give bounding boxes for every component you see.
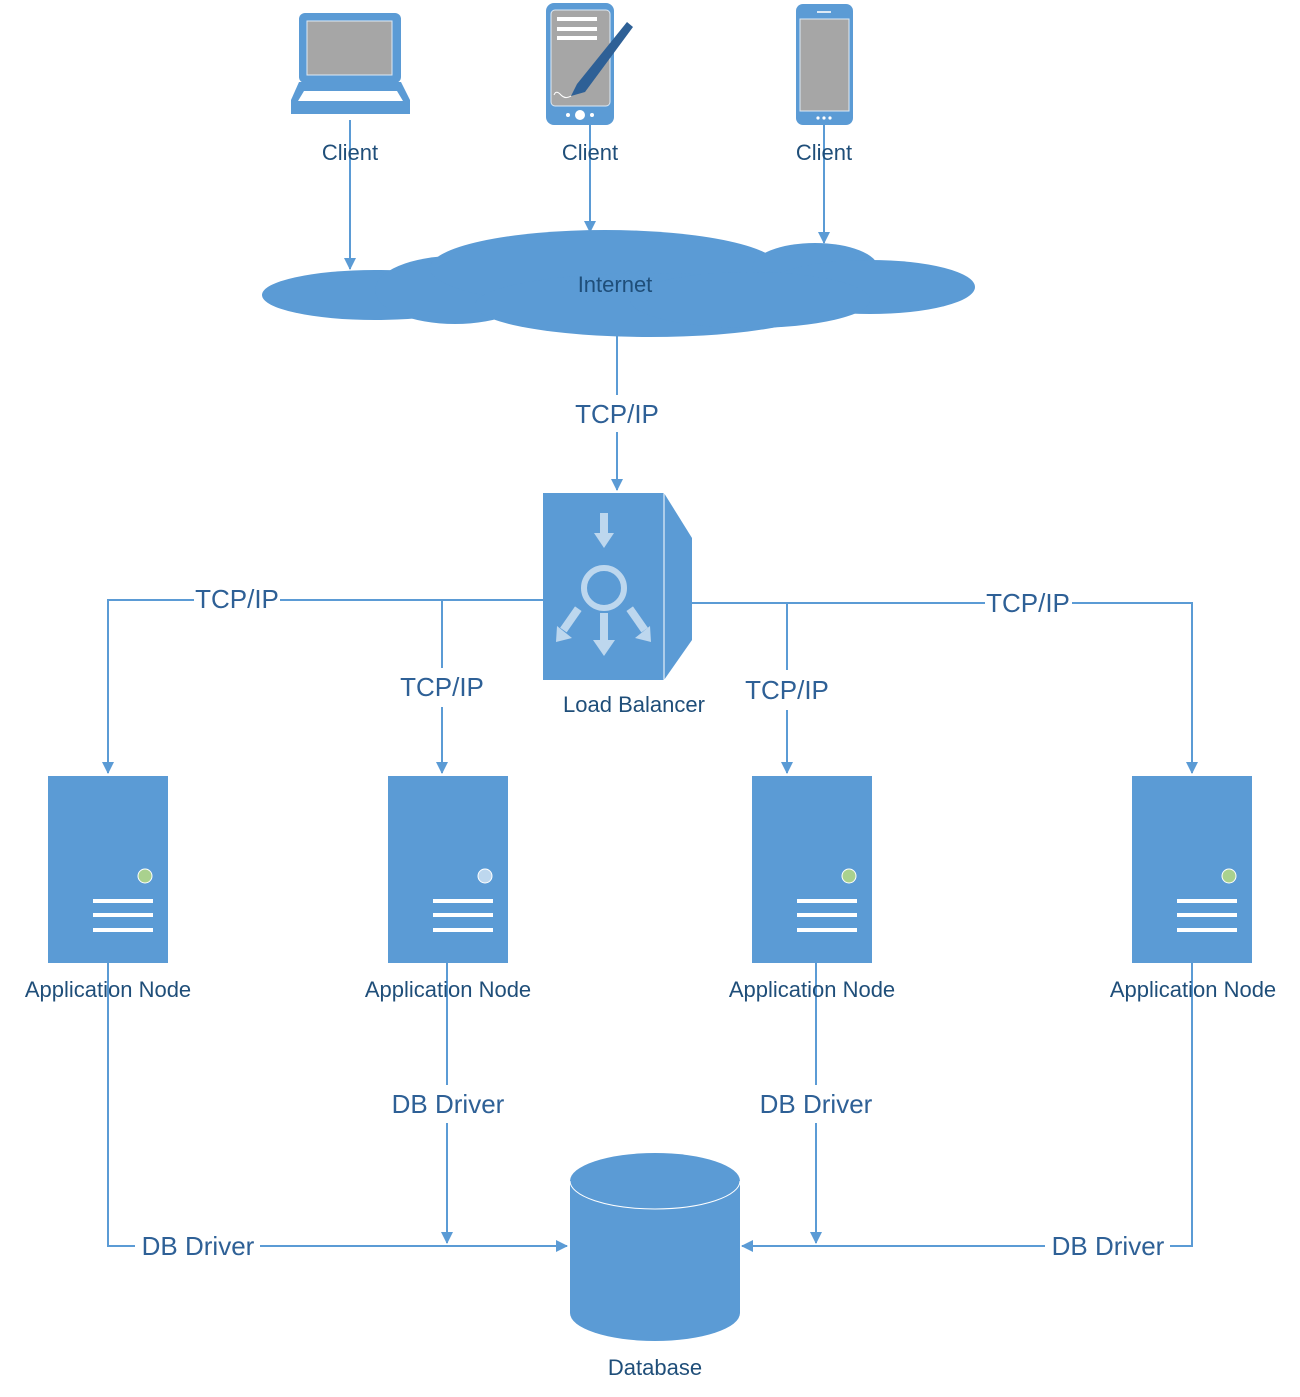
- app-node-1[interactable]: Application Node: [25, 776, 191, 1002]
- database[interactable]: Database: [569, 1153, 741, 1380]
- edge-label-lb-node2: TCP/IP: [400, 672, 484, 702]
- database-icon: [569, 1153, 741, 1341]
- app-node-label: Application Node: [1110, 977, 1276, 1002]
- client-tablet[interactable]: Client: [546, 3, 633, 165]
- edge-label-lb-node1: TCP/IP: [195, 584, 279, 614]
- edge-label-node2-db: DB Driver: [392, 1089, 505, 1119]
- app-node-4[interactable]: Application Node: [1110, 776, 1276, 1002]
- app-node-label: Application Node: [25, 977, 191, 1002]
- status-indicator-blue: [477, 868, 493, 884]
- server-icon: [48, 776, 168, 963]
- edge-label-node1-db: DB Driver: [142, 1231, 255, 1261]
- edge-node4-db-right: [1170, 962, 1193, 1247]
- edge-label-lb-node3: TCP/IP: [745, 675, 829, 705]
- connectors: [102, 120, 1198, 1252]
- smartphone-icon: [796, 4, 853, 125]
- laptop-icon: [291, 13, 410, 114]
- load-balancer[interactable]: Load Balancer: [543, 493, 705, 717]
- load-balancer-label: Load Balancer: [563, 692, 705, 717]
- status-indicator-green: [841, 868, 857, 884]
- status-indicator-green: [1221, 868, 1237, 884]
- app-node-label: Application Node: [729, 977, 895, 1002]
- database-label: Database: [608, 1355, 702, 1380]
- cloud-icon: [262, 230, 975, 337]
- client-laptop[interactable]: Client: [291, 13, 410, 165]
- edge-lb-node4: [1072, 602, 1198, 774]
- edge-node1-db-left: [107, 962, 135, 1247]
- app-node-3[interactable]: Application Node: [729, 776, 895, 1002]
- client-label: Client: [562, 140, 618, 165]
- client-smartphone[interactable]: Client: [796, 4, 853, 165]
- internet-cloud[interactable]: Internet: [262, 230, 975, 337]
- app-node-2[interactable]: Application Node: [365, 776, 531, 1002]
- edge-label-internet-lb: TCP/IP: [575, 399, 659, 429]
- internet-label: Internet: [578, 272, 653, 297]
- edge-lb-node1: [102, 599, 194, 774]
- status-indicator-green: [137, 868, 153, 884]
- server-icon: [752, 776, 872, 963]
- tablet-pen-icon: [546, 3, 633, 125]
- client-label: Client: [322, 140, 378, 165]
- edge-label-node3-db: DB Driver: [760, 1089, 873, 1119]
- server-icon: [388, 776, 508, 963]
- server-icon: [1132, 776, 1252, 963]
- app-node-label: Application Node: [365, 977, 531, 1002]
- edge-label-node4-db: DB Driver: [1052, 1231, 1165, 1261]
- edge-label-lb-node4: TCP/IP: [986, 588, 1070, 618]
- client-label: Client: [796, 140, 852, 165]
- load-balancer-icon: [543, 493, 692, 680]
